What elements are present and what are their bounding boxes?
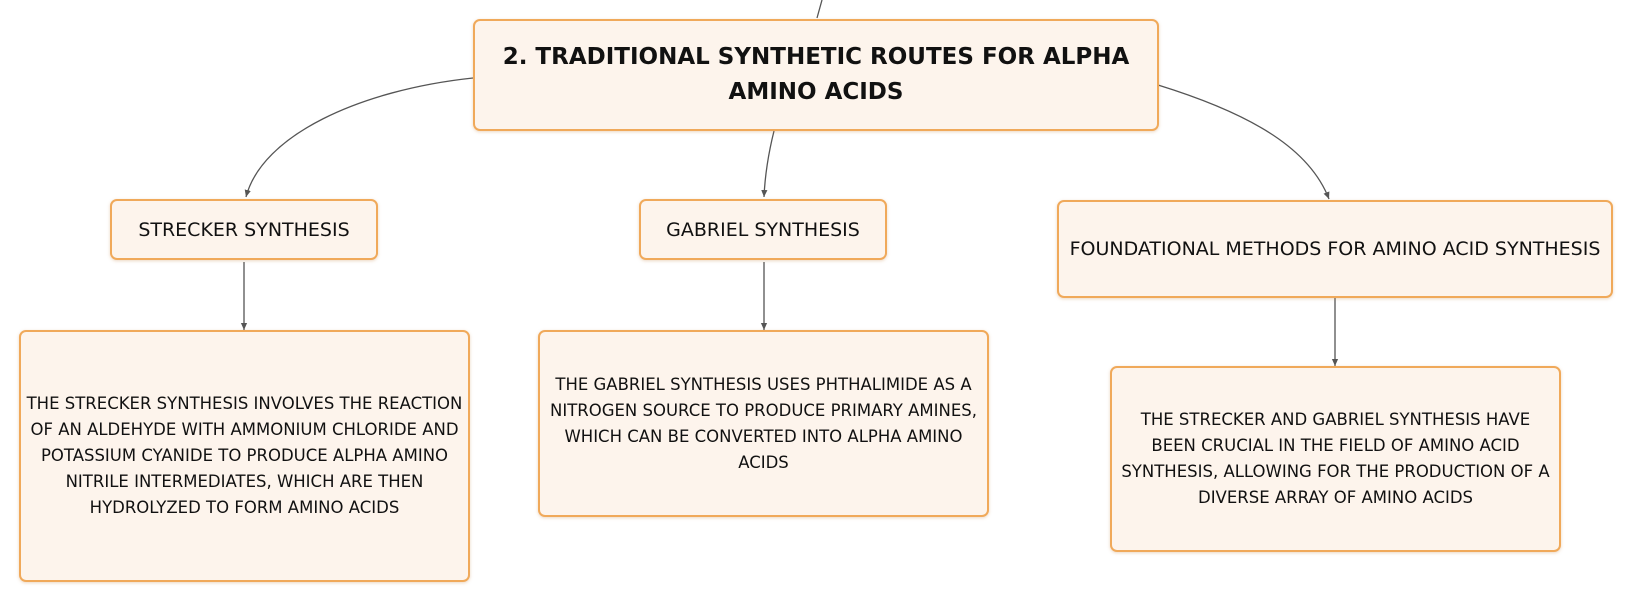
gabriel-detail-node[interactable]: THE GABRIEL SYNTHESIS USES PHTHALIMIDE A…	[538, 330, 989, 517]
root-node-title: 2. TRADITIONAL SYNTHETIC ROUTES FOR ALPH…	[502, 44, 1130, 105]
foundational-methods-node[interactable]: FOUNDATIONAL METHODS FOR AMINO ACID SYNT…	[1057, 200, 1613, 298]
gabriel-synthesis-node[interactable]: GABRIEL SYNTHESIS	[639, 199, 887, 260]
connector-root-to-strecker	[244, 77, 474, 198]
gabriel-detail-text: THE GABRIEL SYNTHESIS USES PHTHALIMIDE A…	[549, 374, 977, 472]
connector-root-to-foundational	[1157, 84, 1330, 200]
strecker-synthesis-label: STRECKER SYNTHESIS	[138, 218, 350, 241]
strecker-detail-text: THE STRECKER SYNTHESIS INVOLVES THE REAC…	[26, 394, 463, 517]
foundational-methods-label: FOUNDATIONAL METHODS FOR AMINO ACID SYNT…	[1069, 238, 1601, 260]
strecker-detail-node[interactable]: THE STRECKER SYNTHESIS INVOLVES THE REAC…	[19, 330, 470, 582]
foundational-detail-text: THE STRECKER AND GABRIEL SYNTHESIS HAVE …	[1121, 410, 1550, 507]
strecker-synthesis-node[interactable]: STRECKER SYNTHESIS	[110, 199, 378, 260]
connector-parent-to-root	[816, 0, 823, 19]
foundational-detail-node[interactable]: THE STRECKER AND GABRIEL SYNTHESIS HAVE …	[1110, 366, 1561, 552]
connector-root-to-gabriel	[761, 130, 775, 198]
gabriel-synthesis-label: GABRIEL SYNTHESIS	[666, 218, 860, 241]
root-node[interactable]: 2. TRADITIONAL SYNTHETIC ROUTES FOR ALPH…	[473, 19, 1159, 131]
